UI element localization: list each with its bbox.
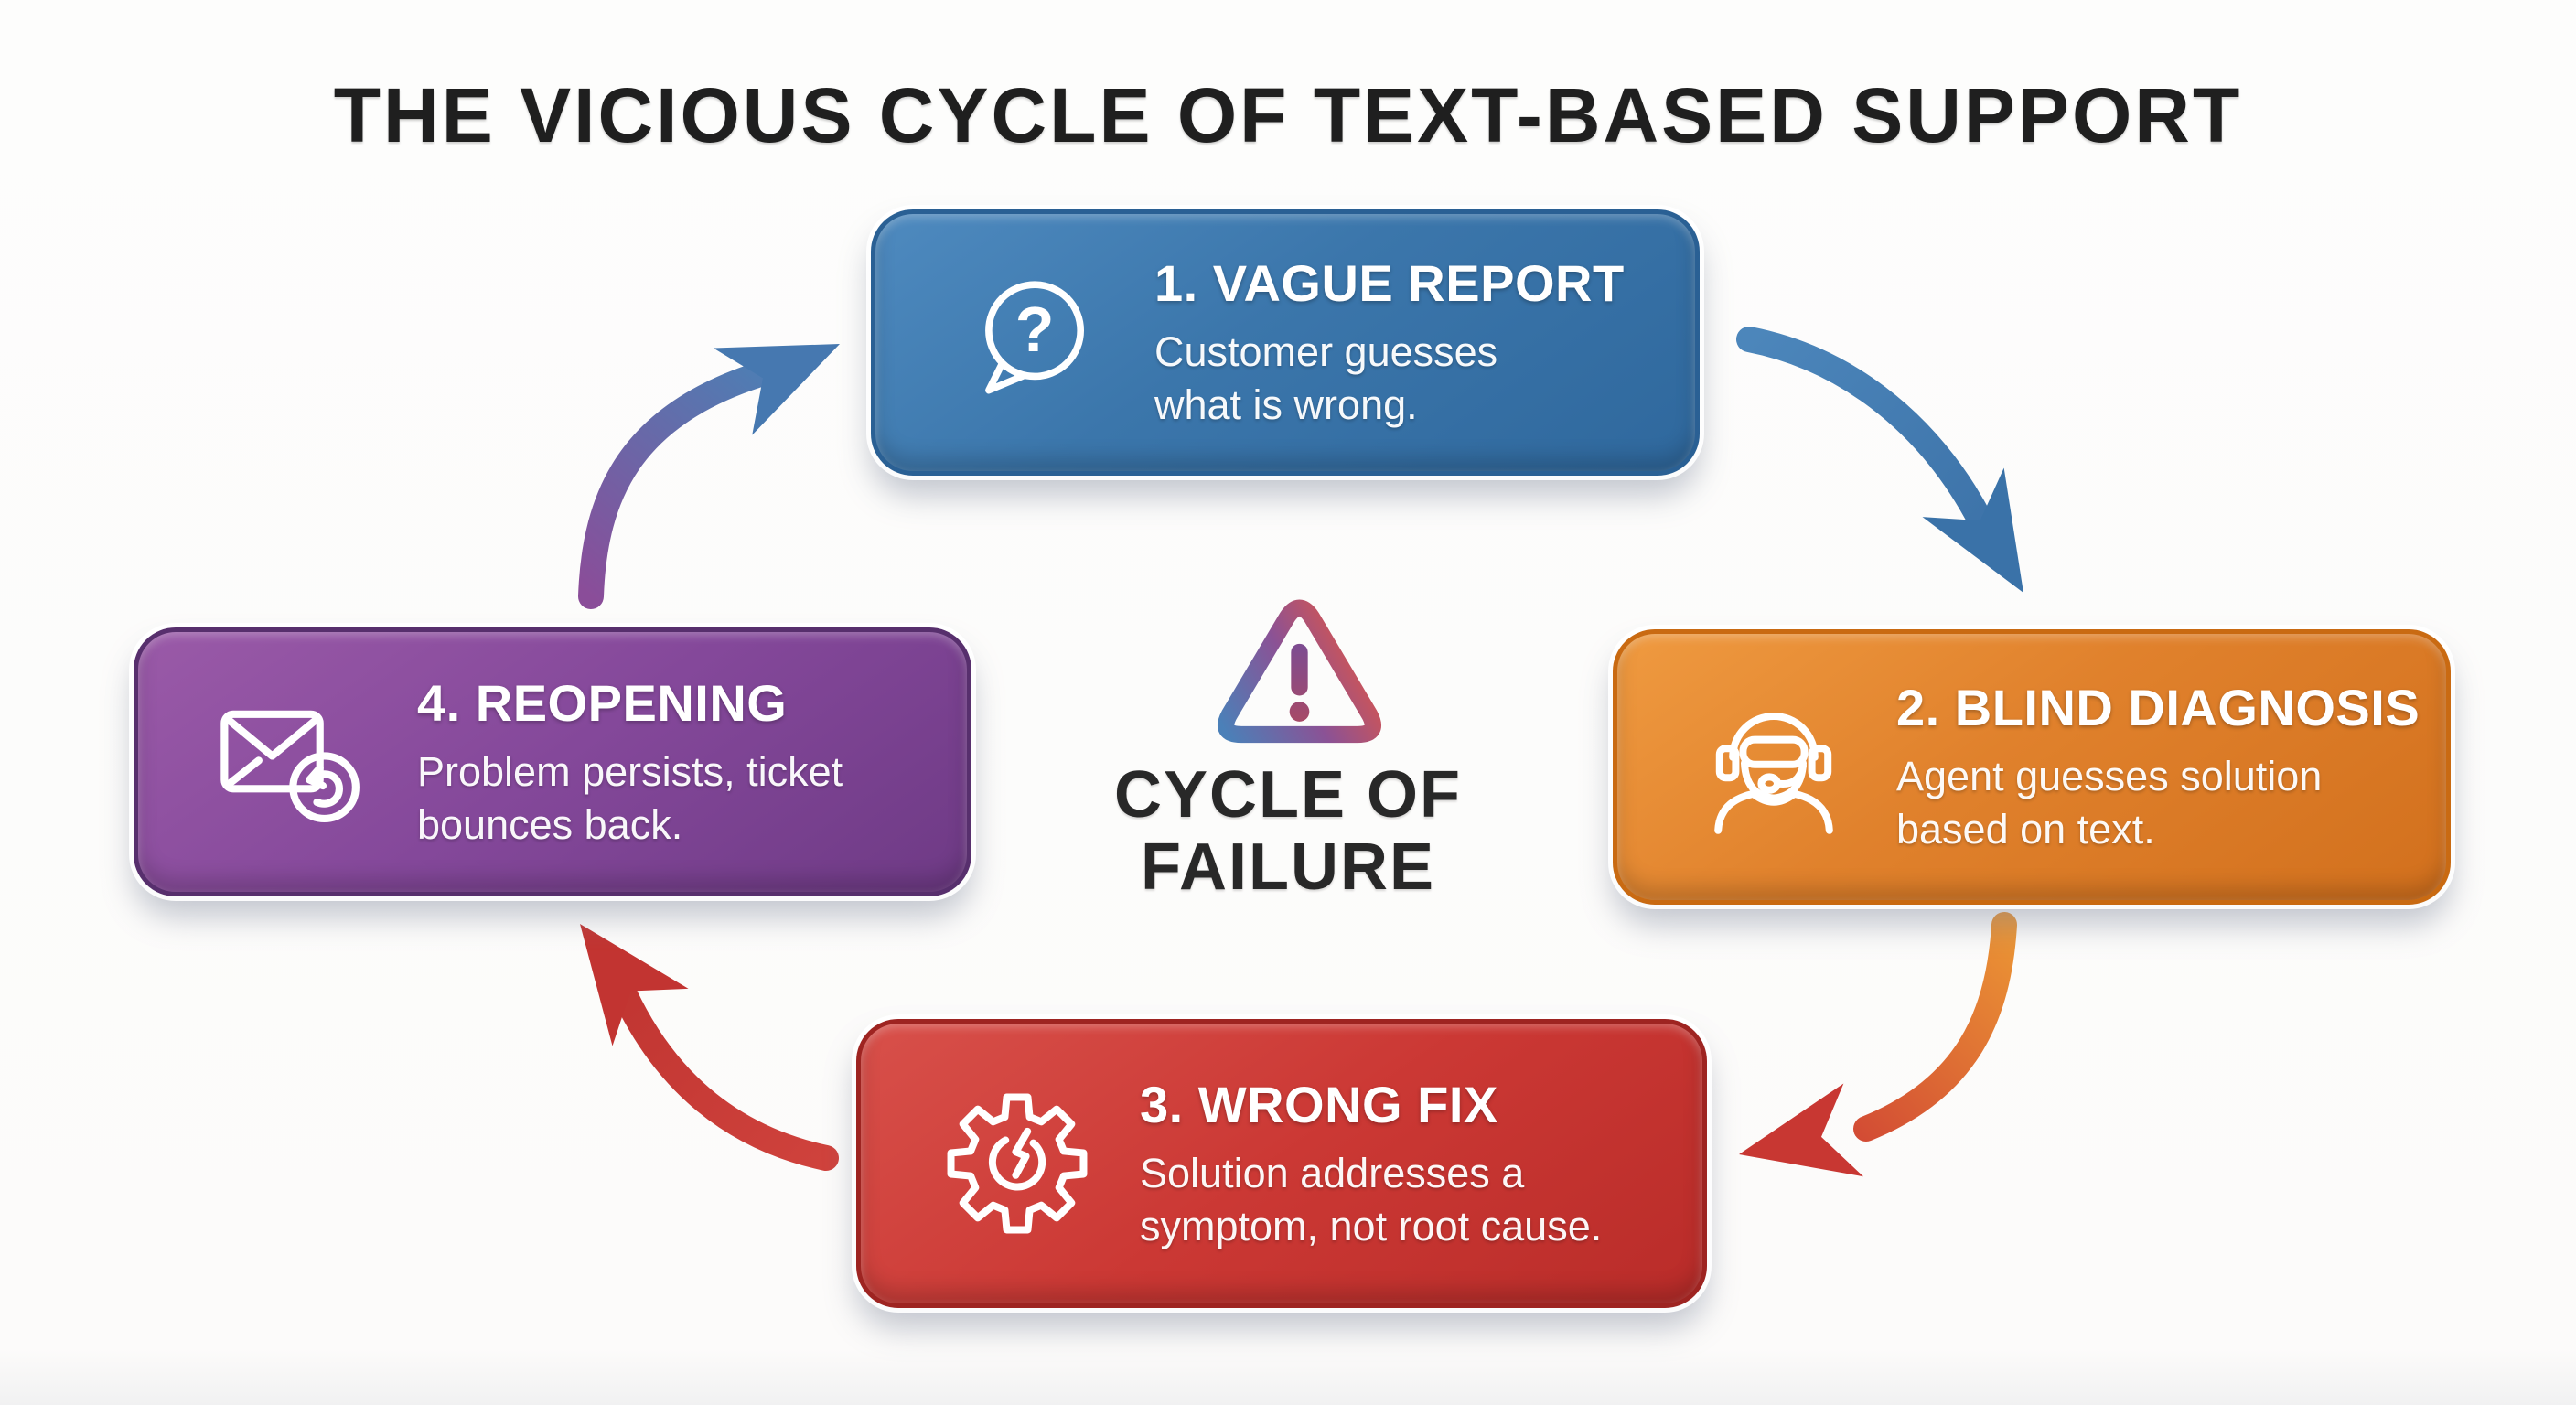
step-body: Problem persists, ticket bounces back. [417,745,843,851]
step-body-line2: symptom, not root cause. [1140,1202,1603,1249]
step-body: Customer guesses what is wrong. [1154,326,1625,431]
step-body-line2: bounces back. [417,800,683,848]
email-return-icon [220,710,360,823]
step-box-reopening: 4. REOPENING Problem persists, ticket bo… [134,627,971,896]
step-heading: 3. WRONG FIX [1140,1075,1498,1133]
step-text: 1. VAGUE REPORT Customer guesses what is… [1154,253,1625,431]
arrow-step2-to-step3-icon [1739,912,2017,1177]
step-body-line2: what is wrong. [1154,381,1418,428]
icon-wrap [932,1088,1101,1239]
step-heading: 2. BLIND DIAGNOSIS [1896,679,2420,737]
icon-wrap: ? [947,266,1116,420]
icon-wrap [209,693,379,831]
warning-triangle-icon [1218,599,1381,744]
question-glyph: ? [1014,294,1054,365]
page-title: THE VICIOUS CYCLE OF TEXT-BASED SUPPORT [333,72,2243,158]
cycle-of-failure-line1: CYCLE OF [1113,758,1462,831]
broken-gear-icon [947,1093,1087,1234]
support-agent-headset-icon [1713,712,1833,834]
cycle-of-failure-line2: FAILURE [1140,831,1435,905]
arrow-step4-to-step1-icon [578,344,840,609]
step-heading: 4. REOPENING [417,673,788,732]
step-text: 2. BLIND DIAGNOSIS Agent guesses solutio… [1896,678,2420,855]
step-body-line1: Agent guesses solution [1896,753,2323,800]
step-body-line2: based on text. [1896,806,2155,853]
step-body: Solution addresses a symptom, not root c… [1140,1147,1602,1252]
step-heading: 1. VAGUE REPORT [1154,254,1625,313]
icon-wrap [1689,690,1858,845]
question-speech-bubble-icon: ? [984,280,1084,393]
step-body: Agent guesses solution based on text. [1896,750,2420,855]
step-box-blind-diagnosis: 2. BLIND DIAGNOSIS Agent guesses solutio… [1613,629,2451,905]
step-body-line1: Customer guesses [1154,328,1498,376]
step-body-line1: Solution addresses a [1140,1149,1525,1196]
arrow-step1-to-step2-icon [1736,327,2023,593]
step-box-wrong-fix: 3. WRONG FIX Solution addresses a sympto… [856,1019,1707,1308]
arrow-step3-to-step4-icon [580,924,839,1171]
step-box-vague-report: ? 1. VAGUE REPORT Customer guesses what … [871,209,1700,476]
step-text: 3. WRONG FIX Solution addresses a sympto… [1140,1075,1602,1252]
step-text: 4. REOPENING Problem persists, ticket bo… [417,673,843,851]
cycle-of-failure-label: CYCLE OF FAILURE [1059,758,1517,905]
step-body-line1: Problem persists, ticket [417,747,843,795]
